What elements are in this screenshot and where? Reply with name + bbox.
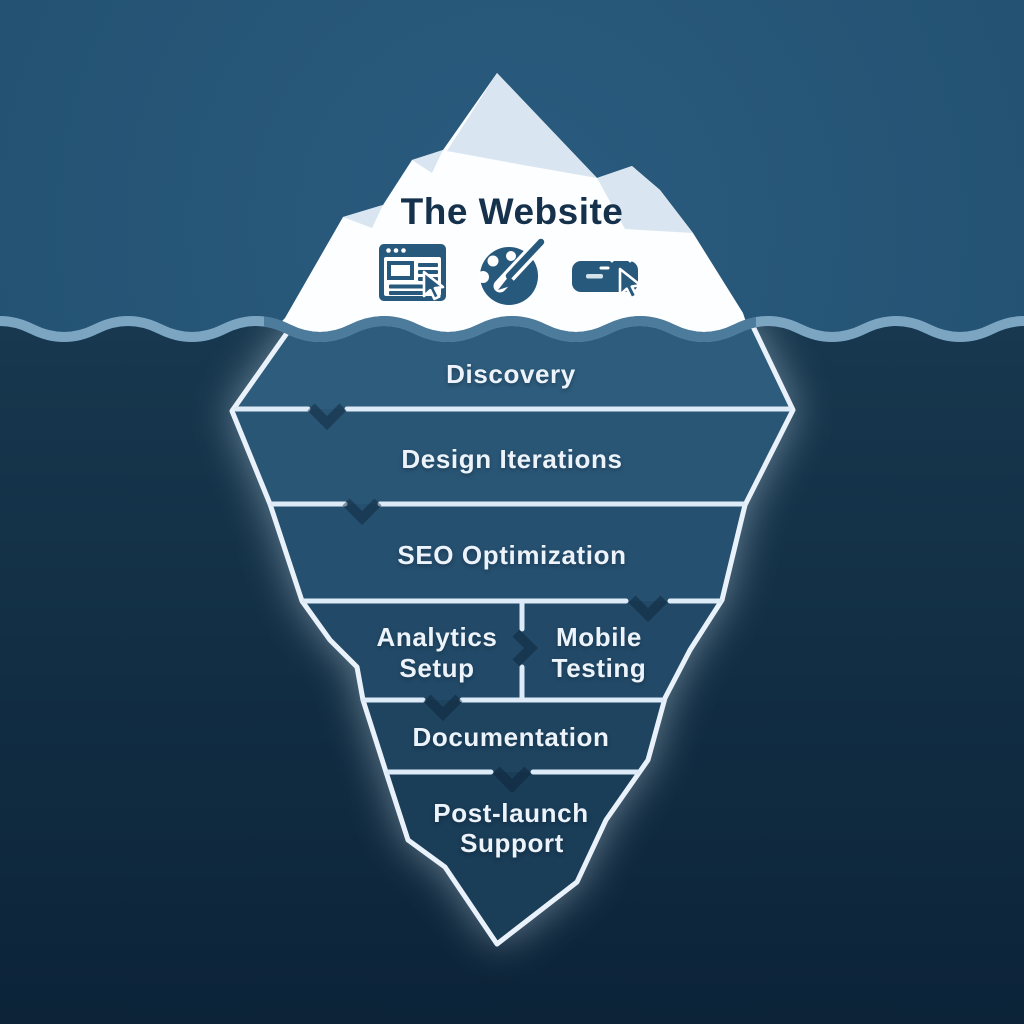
chevron-down-icon: [423, 694, 463, 722]
cursor-icon: [422, 270, 445, 301]
chevron-indicators: [307, 403, 668, 794]
facet: [412, 150, 443, 173]
section-dividers: [233, 406, 792, 775]
label-analytics-line1: Analytics: [376, 622, 497, 652]
facet: [343, 205, 383, 228]
underwater-area: Discovery Design Iterations SEO Optimiza…: [0, 321, 1024, 1024]
label-documentation: Documentation: [412, 722, 609, 752]
click-starburst: [599, 249, 637, 270]
facet: [597, 166, 693, 233]
chevron-right-icon: [512, 629, 539, 667]
label-discovery: Discovery: [446, 359, 576, 389]
iceberg-facets: [343, 73, 693, 233]
chevron-down-icon: [492, 766, 532, 794]
iceberg-above-water: The Website: [270, 73, 750, 352]
facet: [447, 73, 597, 178]
section-seo-optimization: [232, 504, 793, 601]
label-post-launch-line2: Support: [460, 828, 564, 858]
iceberg-outline: [229, 321, 796, 947]
design-palette-icon: [477, 236, 547, 305]
label-post-launch-line1: Post-launch: [433, 798, 588, 828]
section-design-iterations: [232, 409, 793, 504]
button-click-icon: [572, 249, 642, 300]
label-analytics-line2: Setup: [399, 653, 474, 683]
chevron-down-icon: [307, 403, 347, 431]
label-design-iterations: Design Iterations: [401, 444, 622, 474]
label-mobile-line1: Mobile: [556, 622, 642, 652]
waterline-wave-over-iceberg: [264, 316, 756, 342]
label-mobile-line2: Testing: [552, 653, 647, 683]
browser-window-icon: [379, 244, 446, 301]
chevron-down-icon: [628, 595, 668, 623]
cursor-icon: [618, 267, 642, 300]
page-title: The Website: [401, 191, 624, 232]
chevron-down-icon: [342, 498, 382, 526]
label-seo-optimization: SEO Optimization: [397, 540, 626, 570]
